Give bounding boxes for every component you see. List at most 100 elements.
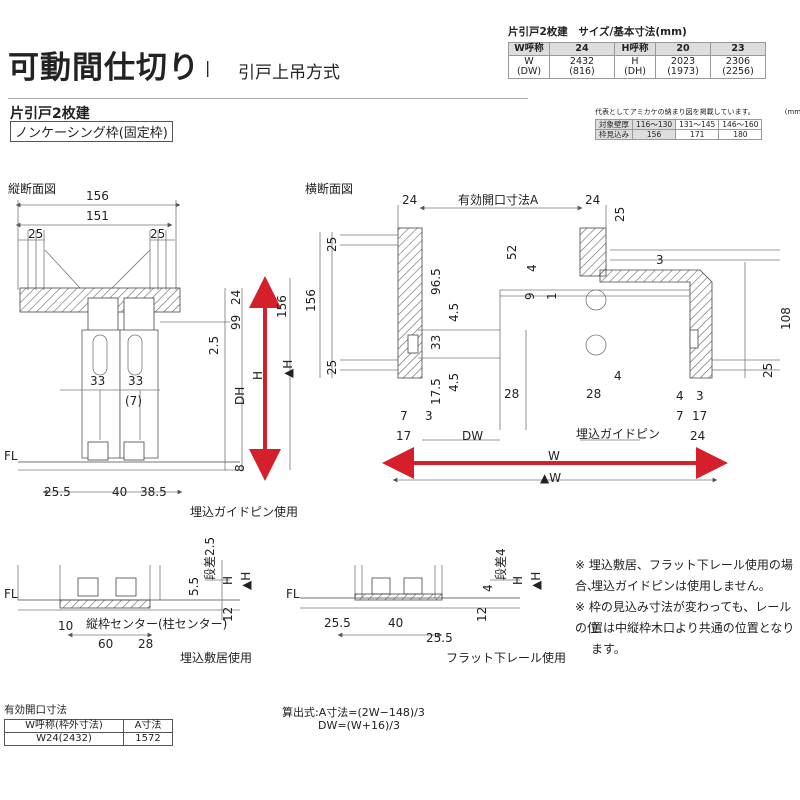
- svg-text:▲H: ▲H: [281, 360, 295, 378]
- svg-text:25: 25: [28, 227, 43, 241]
- svg-text:25.5: 25.5: [426, 631, 453, 645]
- svg-text:108: 108: [779, 307, 793, 330]
- svg-text:4.5: 4.5: [447, 303, 461, 322]
- svg-text:28: 28: [504, 387, 519, 401]
- svg-text:28: 28: [586, 387, 601, 401]
- svg-text:156: 156: [304, 289, 318, 312]
- svg-text:H: H: [221, 576, 235, 585]
- svg-text:24: 24: [402, 193, 417, 207]
- title-separator: |: [205, 58, 211, 77]
- note-2b: 置は中縦枠木口より共通の位置となります。: [591, 621, 795, 656]
- svg-text:24: 24: [229, 290, 243, 305]
- detail-rail-dimensions: FL 4 段差4 H ▲H 12 25.5 40 25.5: [286, 548, 543, 645]
- svg-text:DH: DH: [233, 387, 247, 405]
- svg-text:156: 156: [275, 295, 289, 318]
- svg-text:(7): (7): [125, 394, 142, 408]
- svg-text:33: 33: [90, 374, 105, 388]
- svg-text:縦枠センター(柱センター): 縦枠センター(柱センター): [86, 616, 227, 631]
- svg-text:4: 4: [481, 584, 495, 592]
- spec-h-dim-label: H(DH): [614, 55, 656, 79]
- svg-text:24: 24: [585, 193, 600, 207]
- svg-text:DW: DW: [462, 429, 483, 443]
- svg-text:28: 28: [138, 637, 153, 651]
- spec-table-caption: 片引戸2枚建 サイズ/基本寸法(mm): [508, 26, 687, 38]
- opening-val-1: W24(2432): [4, 732, 124, 746]
- frame-table-caption: 代表としてアミカケの納まり図を掲載しています。(mm): [595, 108, 800, 116]
- spec-h-dim2: 2306(2256): [710, 55, 766, 79]
- svg-text:4: 4: [676, 389, 684, 403]
- svg-text:FL: FL: [4, 449, 18, 463]
- svg-text:▲H: ▲H: [239, 572, 253, 590]
- note-2a: ※ 枠の見込み寸法が変わっても、レールの位: [575, 600, 792, 635]
- svg-text:99: 99: [229, 315, 243, 330]
- svg-text:▲W: ▲W: [540, 471, 561, 485]
- svg-text:12: 12: [475, 607, 489, 622]
- opening-table-caption: 有効開口寸法: [4, 704, 67, 716]
- formula-a: 算出式:A寸法=(2W−148)/3: [282, 706, 425, 719]
- svg-text:段差4: 段差4: [493, 548, 508, 580]
- formula-dw: DW=(W+16)/3: [318, 719, 400, 732]
- opening-head-1: W呼称(枠外寸法): [4, 719, 124, 733]
- svg-text:有効開口寸法A: 有効開口寸法A: [458, 192, 539, 207]
- opening-head-2: A寸法: [123, 719, 173, 733]
- header-rule: [8, 98, 528, 99]
- svg-text:7: 7: [400, 409, 408, 423]
- horizontal-dimensions: 24 有効開口寸法A 24 25 25 52 4 3 96.5 9 1 4.5 …: [304, 192, 793, 485]
- detail-sill-caption: 埋込敷居使用: [180, 650, 252, 665]
- svg-text:4: 4: [614, 369, 622, 383]
- svg-text:段差2.5: 段差2.5: [202, 537, 217, 580]
- spec-h-label: H呼称: [614, 42, 656, 56]
- svg-text:60: 60: [98, 637, 113, 651]
- vertical-section-drawing: [15, 200, 291, 495]
- detail-rail-caption: フラット下レール使用: [446, 650, 566, 665]
- vertical-section-label: 縦断面図: [8, 182, 57, 196]
- svg-text:25.5: 25.5: [44, 485, 71, 499]
- svg-text:H: H: [251, 371, 265, 380]
- frame-subtitle: ノンケーシング枠(固定枠): [10, 121, 173, 142]
- svg-text:25: 25: [761, 363, 775, 378]
- svg-text:25: 25: [325, 360, 339, 375]
- spec-w-dim: 2432(816): [549, 55, 615, 79]
- horizontal-section-label: 横断面図: [305, 182, 354, 196]
- svg-text:7: 7: [676, 409, 684, 423]
- spec-w-label: W呼称: [508, 42, 550, 56]
- svg-text:25: 25: [325, 237, 339, 252]
- svg-text:FL: FL: [286, 587, 300, 601]
- svg-text:3: 3: [656, 253, 664, 267]
- detail-rail-drawing: [300, 565, 520, 638]
- svg-text:17.5: 17.5: [429, 378, 443, 405]
- svg-text:4.5: 4.5: [447, 373, 461, 392]
- svg-text:96.5: 96.5: [429, 268, 443, 295]
- svg-text:40: 40: [112, 485, 127, 499]
- svg-text:3: 3: [696, 389, 704, 403]
- frame-title: 片引戸2枚建: [10, 106, 90, 122]
- svg-text:10: 10: [58, 619, 73, 633]
- svg-text:4: 4: [525, 264, 539, 272]
- svg-text:H: H: [511, 576, 525, 585]
- svg-text:33: 33: [128, 374, 143, 388]
- frame-depth-table: 代表としてアミカケの納まり図を掲載しています。(mm) 対象壁厚 116〜130…: [595, 107, 800, 140]
- svg-text:52: 52: [505, 245, 519, 260]
- svg-text:151: 151: [86, 209, 109, 223]
- vertical-caption: 埋込ガイドピン使用: [190, 504, 298, 519]
- svg-text:24: 24: [690, 429, 705, 443]
- svg-text:FL: FL: [4, 587, 18, 601]
- vertical-dimensions: 156 151 25 25 24 99 2.5 33 33 (7) DH H ▲…: [4, 189, 295, 499]
- svg-text:17: 17: [396, 429, 411, 443]
- svg-text:156: 156: [86, 189, 109, 203]
- svg-text:8: 8: [233, 464, 247, 472]
- svg-text:3: 3: [425, 409, 433, 423]
- svg-text:1: 1: [545, 292, 559, 300]
- svg-text:9: 9: [523, 292, 537, 300]
- svg-text:12: 12: [221, 607, 235, 622]
- horizontal-section-drawing: [319, 205, 780, 483]
- svg-text:5.5: 5.5: [187, 577, 201, 596]
- spec-table: 片引戸2枚建 サイズ/基本寸法(mm) W呼称 24 H呼称 20 23 W(D…: [508, 24, 766, 79]
- detail-sill-dimensions: FL 5.5 段差2.5 H ▲H 12 10 縦枠センター(柱センター) 60…: [4, 537, 253, 651]
- svg-text:2.5: 2.5: [207, 336, 221, 355]
- svg-text:40: 40: [388, 616, 403, 630]
- page-subtitle: 引戸上吊方式: [238, 63, 340, 83]
- svg-text:25: 25: [613, 207, 627, 222]
- note-1a: ※ 埋込敷居、フラット下レール使用の場合、: [575, 558, 793, 593]
